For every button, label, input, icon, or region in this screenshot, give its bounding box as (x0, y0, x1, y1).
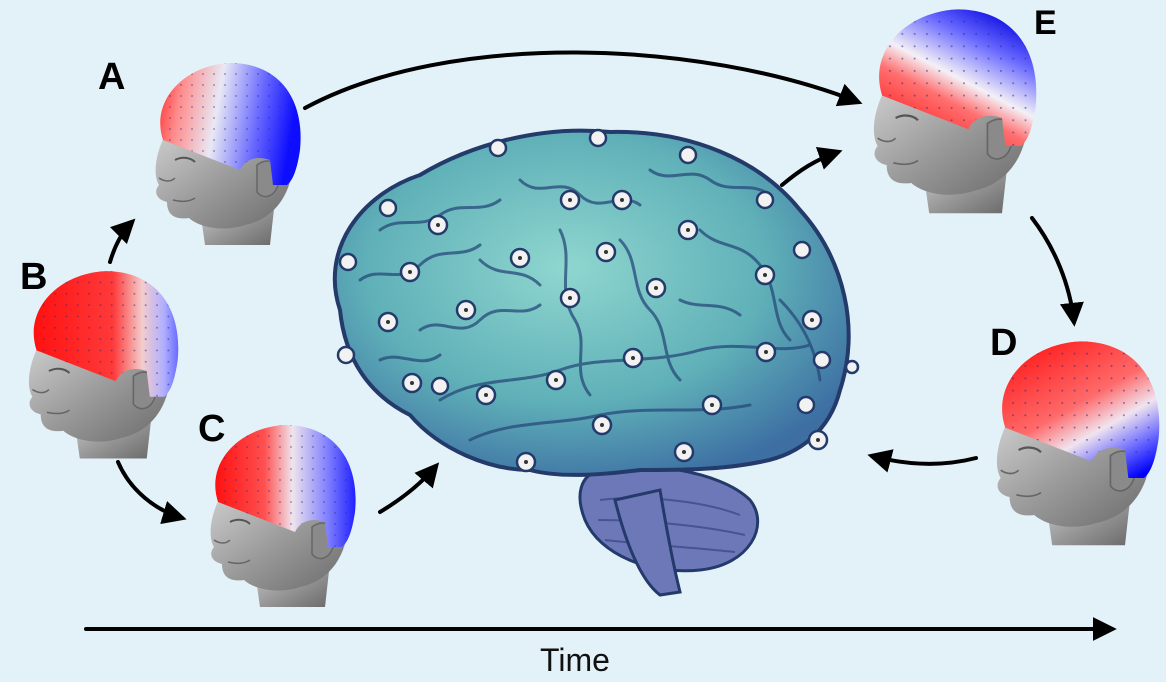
time-axis-label: Time (540, 642, 610, 679)
state-label-e: E (1034, 4, 1057, 43)
state-label-c: C (198, 408, 225, 451)
state-label-a: A (98, 56, 125, 99)
state-label-b: B (20, 256, 47, 299)
state-label-d: D (990, 322, 1017, 365)
